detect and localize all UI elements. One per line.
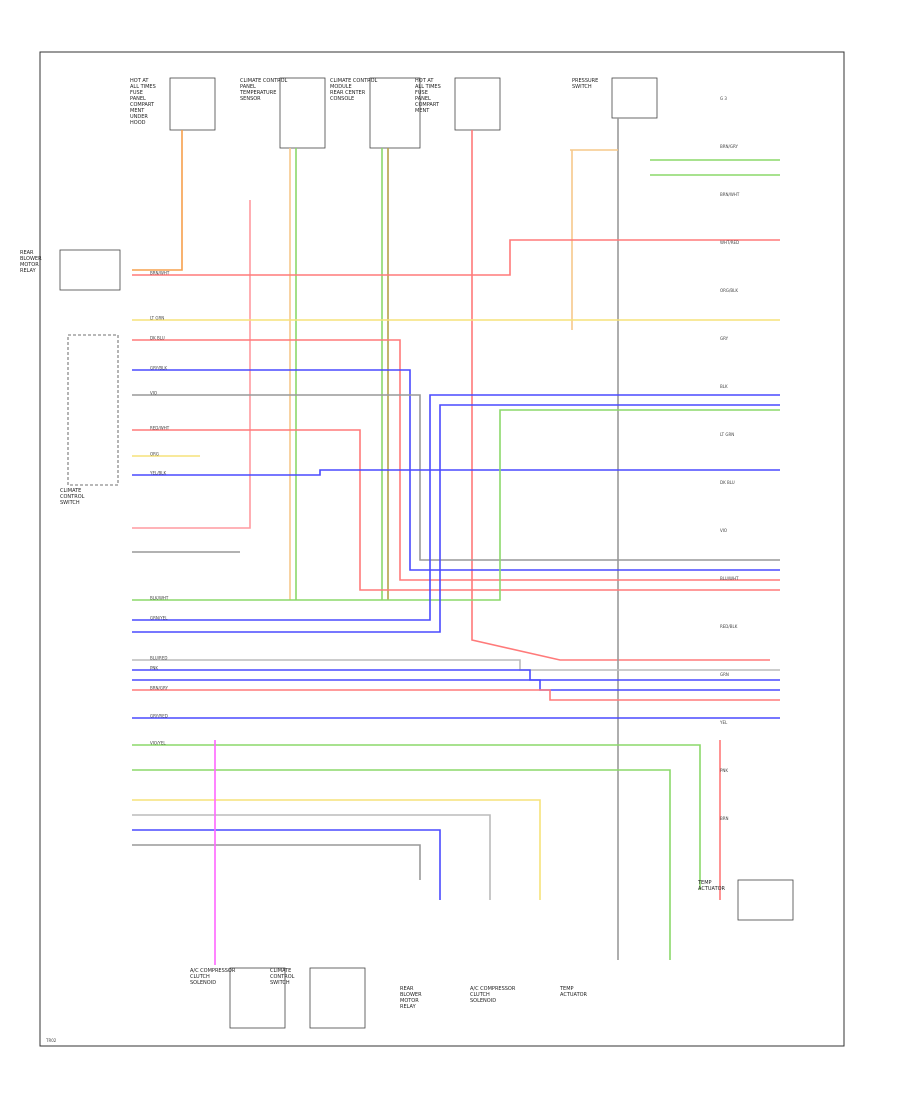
connector-label: DK BLU xyxy=(720,480,735,485)
wire-label: VIO xyxy=(150,391,157,396)
wire-label: BLU/RED xyxy=(150,656,167,661)
connector-label: PNK xyxy=(720,768,728,773)
connector-label: WHT/RED xyxy=(720,240,739,245)
component-box-climate-panel xyxy=(279,77,326,149)
wire-run-21 xyxy=(132,829,441,900)
wire-label: YEL/BLK xyxy=(149,471,167,476)
connector-label: GRN xyxy=(720,672,729,677)
wire-fuse-b-red xyxy=(471,130,770,661)
wire-run-9 xyxy=(132,409,780,601)
component-box-fuse-a xyxy=(169,77,216,131)
wire-run-11 xyxy=(132,404,780,633)
wire-run-15 xyxy=(132,689,780,701)
wire-pink-left xyxy=(132,200,251,529)
component-box-climate-module xyxy=(369,77,421,149)
wire-label: GRY/RED xyxy=(150,714,168,719)
wire-label: DK BLU xyxy=(150,336,165,341)
component-box-temp-actuator xyxy=(737,879,794,921)
component-box-climate-switch xyxy=(309,967,366,1029)
wire-run-4 xyxy=(132,394,780,561)
wire-run-7 xyxy=(132,469,780,476)
connector-label: BRN/WHT xyxy=(720,192,740,197)
wire-run-18 xyxy=(132,769,671,960)
wire-run-14 xyxy=(132,679,780,691)
wire-run-13 xyxy=(132,669,780,681)
wire-label: PNK xyxy=(150,666,158,671)
component-box-ac-clutch xyxy=(229,967,286,1029)
wire-run-2 xyxy=(132,339,780,581)
wire-run-20 xyxy=(132,814,491,900)
connector-label: G 3 xyxy=(720,96,727,101)
connector-label: ORG/BLK xyxy=(720,288,738,293)
connector-label: RED/BLK xyxy=(720,624,738,629)
connector-label: VIO xyxy=(720,528,727,533)
wire-run-0 xyxy=(132,239,780,276)
connector-label: BRN/GRY xyxy=(720,144,738,149)
wire-label: GRY/BLK xyxy=(150,366,167,371)
component-box-rear-blower xyxy=(59,249,121,291)
wire-run-10 xyxy=(132,394,780,621)
component-group xyxy=(59,77,794,1029)
wire-group xyxy=(132,118,780,965)
connector-label: BLU/WHT xyxy=(720,576,739,581)
switch-module-box xyxy=(67,334,119,486)
connector-label: YEL xyxy=(719,720,728,725)
wire-label: LT GRN xyxy=(150,316,164,321)
wire-fuse-a-down xyxy=(132,130,183,271)
wire-run-22 xyxy=(132,844,421,880)
wire-run-19 xyxy=(132,799,541,900)
diagram-footer: TR02 xyxy=(45,1038,57,1043)
wire-label: RED/WHT xyxy=(150,426,170,431)
component-box-pressure-switch xyxy=(611,77,658,119)
wire-run-17 xyxy=(132,744,701,890)
wire-label: ORG xyxy=(150,452,159,457)
wire-label: BRN/GRY xyxy=(150,686,168,691)
wire-run-12 xyxy=(132,659,780,671)
connector-label: BRN xyxy=(720,816,729,821)
wire-run-5 xyxy=(132,429,780,591)
component-box-fuse-b xyxy=(454,77,501,131)
connector-label: GRY xyxy=(720,336,729,341)
wire-label: GRN/YEL xyxy=(150,616,168,621)
diagram-frame xyxy=(39,51,845,1047)
connector-label: LT GRN xyxy=(720,432,734,437)
connector-label: BLK xyxy=(720,384,728,389)
wire-label: VIO/YEL xyxy=(150,741,166,746)
wire-label: BLK/WHT xyxy=(150,596,169,601)
wire-label: BRN/WHT xyxy=(150,271,170,276)
